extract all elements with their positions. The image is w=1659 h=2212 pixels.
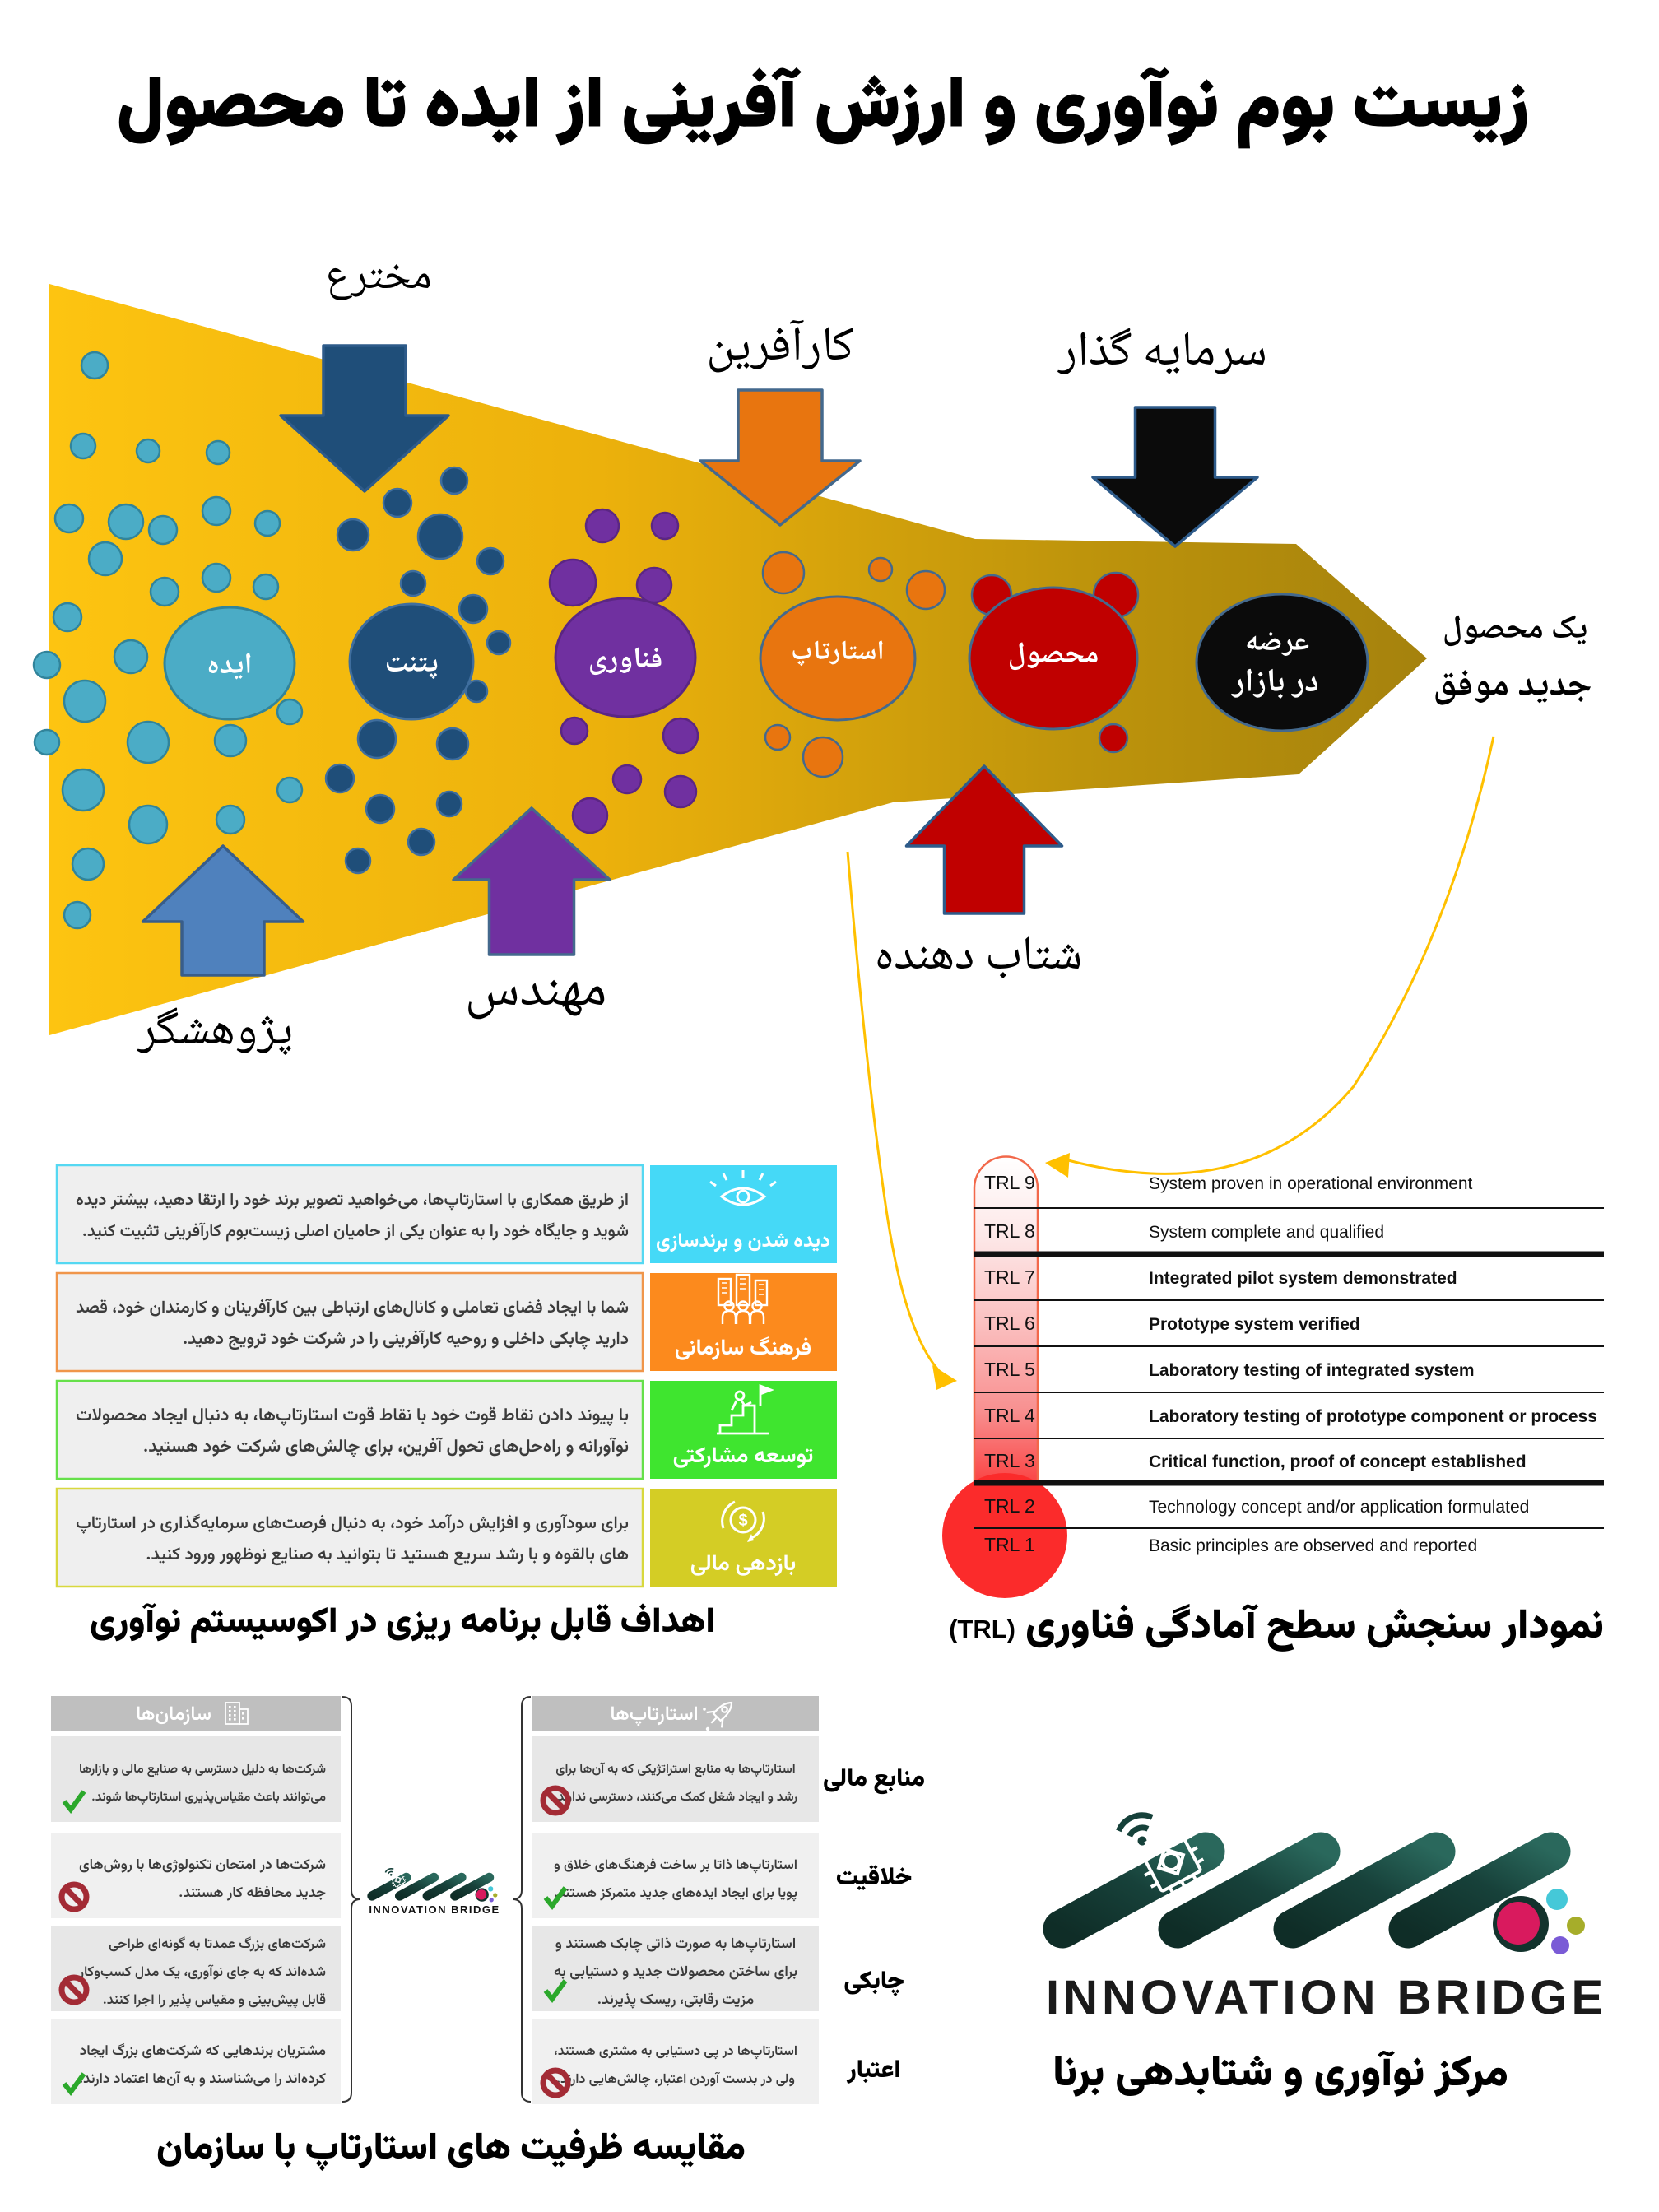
svg-text:TRL 2: TRL 2 [984, 1495, 1035, 1517]
svg-text:TRL 1: TRL 1 [984, 1534, 1035, 1555]
svg-text:TRL 3: TRL 3 [984, 1450, 1035, 1471]
svg-text:Integrated pilot system demons: Integrated pilot system demonstrated [1149, 1269, 1457, 1288]
svg-text:TRL 9: TRL 9 [984, 1172, 1035, 1193]
svg-text:Basic principles are observed: Basic principles are observed and report… [1149, 1536, 1477, 1555]
svg-text:INNOVATION BRIDGE: INNOVATION BRIDGE [369, 1903, 500, 1916]
svg-text:Laboratory testing of prototyp: Laboratory testing of prototype componen… [1149, 1407, 1597, 1426]
svg-text:TRL 5: TRL 5 [984, 1359, 1035, 1380]
svg-text:Technology concept and/or appl: Technology concept and/or application fo… [1149, 1498, 1529, 1517]
svg-text:Laboratory testing of integrat: Laboratory testing of integrated system [1149, 1361, 1475, 1380]
svg-text:TRL 4: TRL 4 [984, 1405, 1035, 1426]
svg-text:TRL 7: TRL 7 [984, 1266, 1035, 1288]
svg-text:TRL 8: TRL 8 [984, 1220, 1035, 1242]
svg-text:Prototype system verified: Prototype system verified [1149, 1315, 1360, 1334]
svg-text:Critical function, proof of co: Critical function, proof of concept esta… [1149, 1452, 1527, 1471]
svg-text:(TRL): (TRL) [949, 1615, 1015, 1643]
svg-text:System proven in operational e: System proven in operational environment [1149, 1174, 1473, 1193]
svg-text:INNOVATION BRIDGE: INNOVATION BRIDGE [1046, 1971, 1607, 2024]
svg-text:System complete and qualified: System complete and qualified [1149, 1223, 1384, 1242]
svg-text:$: $ [738, 1512, 747, 1530]
svg-text:TRL 6: TRL 6 [984, 1313, 1035, 1334]
